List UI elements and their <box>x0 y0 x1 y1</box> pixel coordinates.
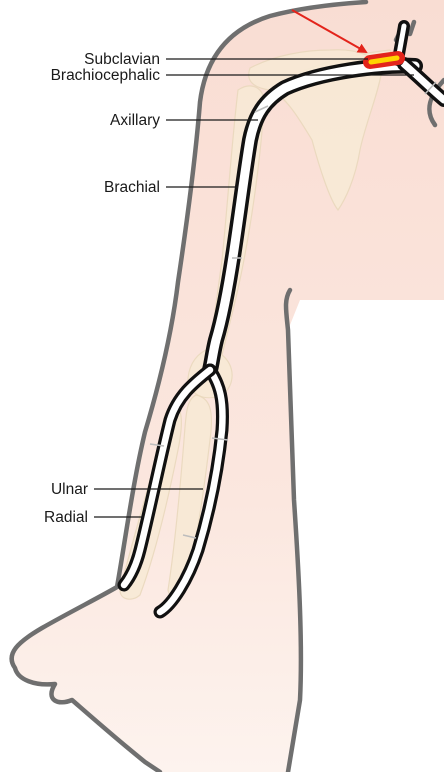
label-ulnar: Ulnar <box>51 481 88 498</box>
label-axillary: Axillary <box>110 112 160 129</box>
label-radial: Radial <box>44 509 88 526</box>
label-brachial: Brachial <box>104 179 160 196</box>
label-brachiocephalic: Brachiocephalic <box>51 67 161 84</box>
label-subclavian: Subclavian <box>84 51 160 68</box>
